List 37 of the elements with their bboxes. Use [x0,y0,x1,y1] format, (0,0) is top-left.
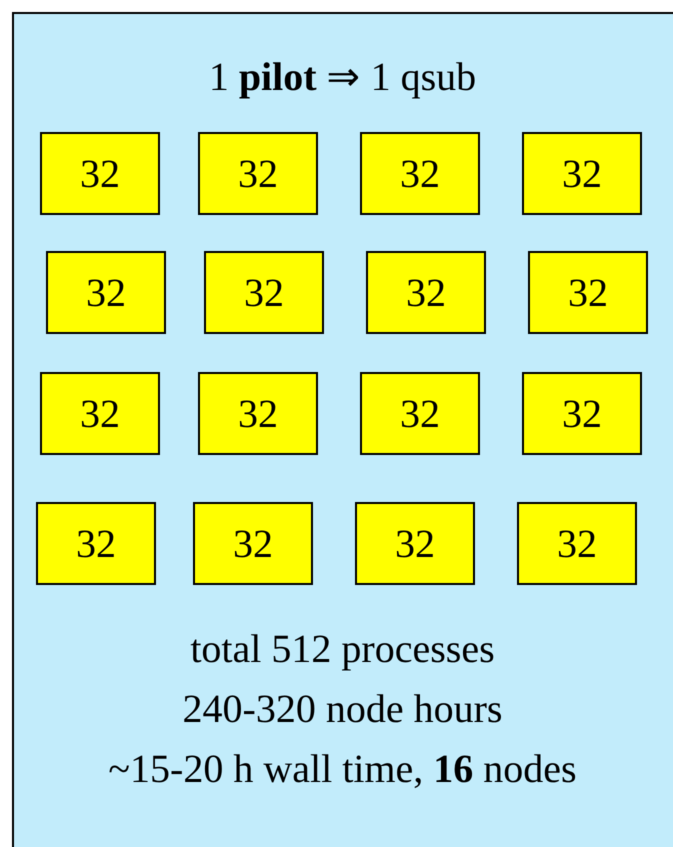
process-box [360,132,480,215]
process-count: 32 [395,524,435,564]
process-box [46,251,166,334]
process-box [522,372,642,455]
process-box [193,502,313,585]
process-box [198,372,318,455]
summary-line: 240-320 node hours [182,686,502,732]
process-count: 32 [80,394,120,434]
panel-title: 1 pilot ⇒ 1 qsub [208,54,476,100]
pilot-panel [12,12,673,847]
process-count: 32 [238,154,278,194]
process-count: 32 [238,394,278,434]
process-box [517,502,637,585]
process-count: 32 [406,272,446,312]
summary-line: ~15-20 h wall time, 16 nodes [108,746,577,792]
process-count: 32 [400,154,440,194]
process-box [198,132,318,215]
process-count: 32 [562,154,602,194]
process-box [40,372,160,455]
process-count: 32 [557,524,597,564]
summary-line: total 512 processes [190,626,495,672]
process-box [36,502,156,585]
process-count: 32 [233,524,273,564]
process-count: 32 [400,394,440,434]
process-box [366,251,486,334]
process-count: 32 [86,272,126,312]
process-count: 32 [562,394,602,434]
process-box [355,502,475,585]
process-box [528,251,648,334]
process-count: 32 [568,272,608,312]
process-box [40,132,160,215]
process-box [522,132,642,215]
process-count: 32 [80,154,120,194]
process-box [204,251,324,334]
process-count: 32 [76,524,116,564]
process-count: 32 [244,272,284,312]
process-box [360,372,480,455]
